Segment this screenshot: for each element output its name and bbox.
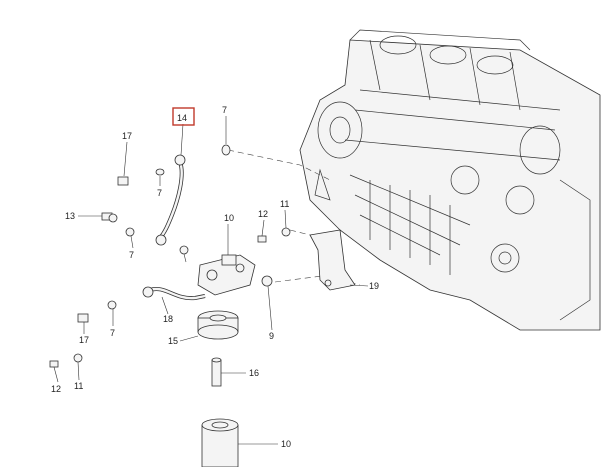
oil-filter — [201, 418, 239, 467]
callout-11-top: 11 — [280, 199, 289, 209]
callout-11-low: 11 — [74, 381, 83, 391]
callout-12-top: 12 — [258, 209, 268, 219]
engine-block — [299, 29, 601, 331]
callout-7-top: 7 — [222, 105, 227, 115]
highlight-box — [172, 107, 195, 126]
callout-17-low: 17 — [79, 335, 89, 345]
callout-19: 19 — [369, 281, 379, 291]
leader-lines — [53, 116, 369, 445]
filter-head — [197, 254, 256, 296]
callout-10-top: 10 — [224, 213, 234, 223]
threaded-pin — [211, 357, 222, 387]
callout-9: 9 — [269, 331, 274, 341]
callout-10-bottom: 10 — [281, 439, 291, 449]
callout-7-bottom: 7 — [110, 328, 115, 338]
callout-15: 15 — [168, 336, 178, 346]
bracket — [309, 229, 356, 291]
callout-14: 14 — [177, 113, 187, 123]
oil-cooler — [197, 310, 239, 340]
callout-12-low: 12 — [51, 384, 61, 394]
callout-17-top: 17 — [122, 131, 132, 141]
callout-13: 13 — [65, 211, 75, 221]
oil-pipe — [155, 154, 186, 246]
callout-7-mid: 7 — [157, 188, 162, 198]
hardware — [49, 144, 291, 368]
callouts: 14 7 17 7 13 7 10 12 11 19 18 17 7 15 9 … — [51, 105, 379, 449]
callout-7-low: 7 — [129, 250, 134, 260]
pipe-18 — [142, 286, 206, 301]
callout-16: 16 — [249, 368, 259, 378]
callout-18: 18 — [163, 314, 173, 324]
